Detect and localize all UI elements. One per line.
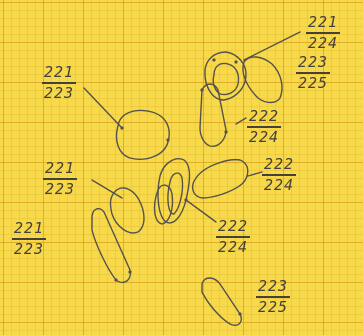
pebble-outline [205,52,246,100]
pebble-outline [202,278,241,325]
pebble-outline [200,84,226,146]
leader-line [186,200,216,222]
pebble-outline [92,209,130,283]
leader-line [84,88,122,128]
pebble-outline [243,57,282,103]
pebble-outline [193,160,248,198]
pebble-outline [155,185,173,224]
pebble-outline [117,111,170,160]
pebble-outline [168,173,183,214]
pebble-outline [213,63,238,94]
leader-line [244,32,300,60]
leader-line [236,118,246,124]
leader-line [248,172,262,176]
